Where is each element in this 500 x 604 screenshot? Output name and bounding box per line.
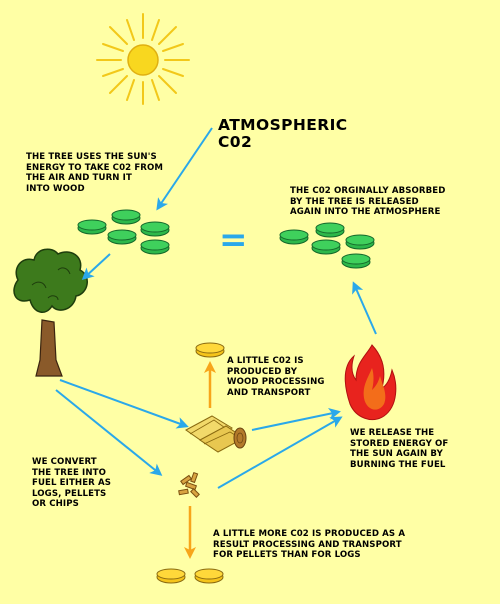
co2-token-icon <box>140 221 170 237</box>
blue-flow-arrows <box>55 127 377 489</box>
co2-token-icon <box>156 568 186 584</box>
arrow-tree-to-pellets <box>55 389 163 476</box>
tree-icon <box>13 248 88 377</box>
absorbed-co2-tokens <box>77 209 170 255</box>
co2-token-icon <box>341 253 371 269</box>
co2-token-icon <box>194 568 224 584</box>
pellets-icon <box>178 471 200 498</box>
co2-token-icon <box>315 222 345 238</box>
burning-label: WE RELEASE THE STORED ENERGY OF THE SUN … <box>350 428 449 470</box>
convert-tree-label: WE CONVERT THE TREE INTO FUEL EITHER AS … <box>32 457 112 510</box>
pellet-processing-co2-tokens <box>156 568 224 584</box>
processing-co2-token <box>195 342 225 358</box>
co2-token-icon <box>195 342 225 358</box>
logs-icon <box>185 415 247 453</box>
orange-flow-arrows <box>184 361 216 559</box>
flame-icon <box>344 344 397 420</box>
co2-token-icon <box>311 239 341 255</box>
co2-token-icon <box>345 234 375 250</box>
processing-co2-label: A LITTLE C02 IS PRODUCED BY WOOD PROCESS… <box>227 356 325 398</box>
arrow-atmosphere-to-tokens <box>156 127 213 211</box>
equals-sign: = <box>219 220 248 260</box>
sun-icon <box>96 13 190 105</box>
tree-absorbs-label: THE TREE USES THE SUN'S ENERGY TO TAKE C… <box>26 152 164 194</box>
co2-token-icon <box>107 229 137 245</box>
arrow-tree-to-logs <box>59 379 189 429</box>
arrow-pellets-to-fire <box>217 416 343 489</box>
atmospheric-co2-title: ATMOSPHERIC C02 <box>218 116 348 151</box>
co2-token-icon <box>77 219 107 235</box>
released-co2-tokens <box>279 222 375 269</box>
pellets-co2-label: A LITTLE MORE C02 IS PRODUCED AS A RESUL… <box>213 529 406 561</box>
arrow-fire-to-atmosphere <box>352 281 377 335</box>
co2-token-icon <box>140 239 170 255</box>
co2-released-label: THE C02 ORGINALLY ABSORBED BY THE TREE I… <box>290 186 446 218</box>
co2-token-icon <box>279 229 309 245</box>
co2-token-icon <box>111 209 141 225</box>
arrow-tokens-to-tree <box>81 253 111 281</box>
arrow-logs-to-fire <box>251 407 341 431</box>
